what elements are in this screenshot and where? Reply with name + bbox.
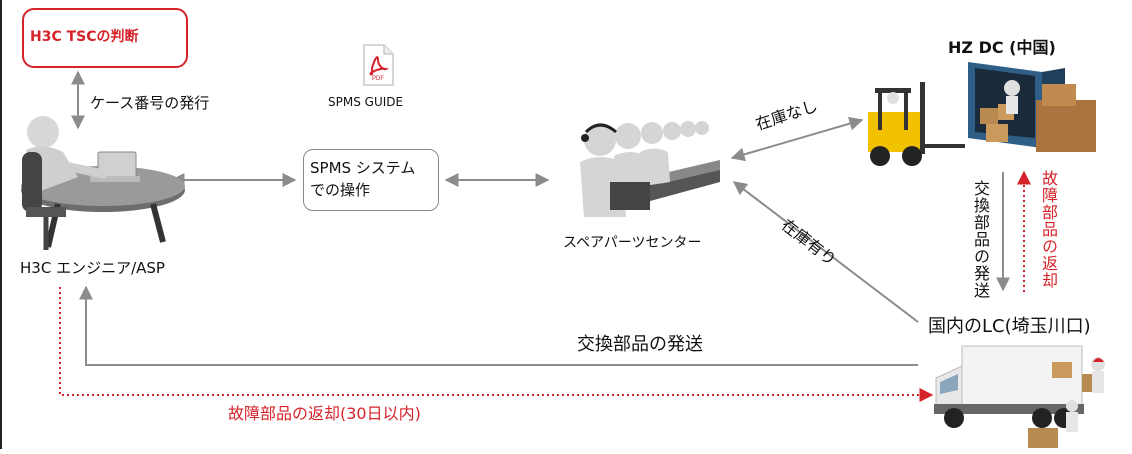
tsc-decision-label: H3C TSCの判断 <box>30 29 139 45</box>
pdf-caption: SPMS GUIDE <box>328 95 404 109</box>
ship-replacement-label: 交換部品の発送 <box>577 334 703 355</box>
return-faulty-label: 故障部品の返却(30日以内) <box>228 404 421 423</box>
parts-center-label: スペアパーツセンター <box>563 235 702 251</box>
center-dc-arrow <box>730 116 864 162</box>
hz-dc-label: HZ DC (中国) <box>948 38 1056 57</box>
domestic-lc-label: 国内のLC(埼玉川口) <box>928 316 1091 337</box>
svg-text:PDF: PDF <box>372 76 384 82</box>
delivery-truck-illustration <box>932 340 1132 454</box>
pdf-icon[interactable]: PDF <box>362 44 394 90</box>
engineer-desk-illustration <box>8 112 193 256</box>
lc-engineer-ship-arrow <box>79 285 918 366</box>
dc-ship-vertical-label: 交換部品の発送 <box>971 180 990 299</box>
engineer-lc-return-arrow <box>59 287 934 402</box>
dc-return-vertical-label: 故障部品の返却 <box>1039 170 1058 289</box>
spms-operation-box: SPMS システム での操作 <box>303 149 439 211</box>
call-center-illustration <box>570 112 730 231</box>
center-lc-arrow <box>732 181 919 323</box>
warehouse-forklift-illustration <box>860 60 1105 184</box>
case-issue-label: ケース番号の発行 <box>90 94 210 112</box>
spms-operation-label: SPMS システム での操作 <box>310 159 416 199</box>
engineer-label: H3C エンジニア/ASP <box>20 259 165 277</box>
tsc-decision-box: H3C TSCの判断 <box>22 8 188 68</box>
